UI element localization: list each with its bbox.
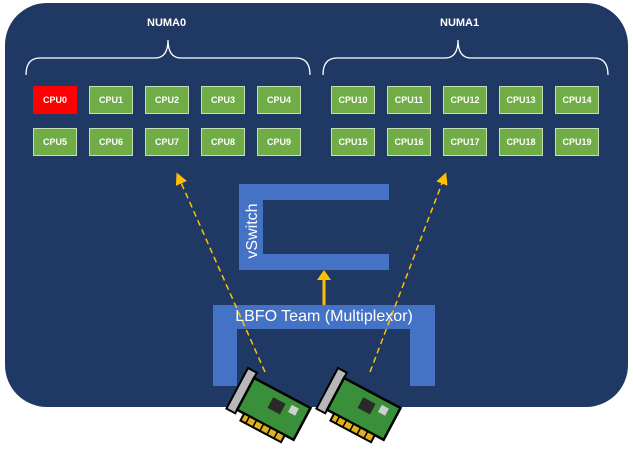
cpu-tile: CPU11	[387, 86, 431, 114]
vswitch-top-bar	[239, 184, 389, 200]
cpu-tile: CPU19	[555, 128, 599, 156]
numa0-brace	[25, 39, 311, 76]
cpu-tile: CPU4	[257, 86, 301, 114]
dashed-arrow-left	[175, 172, 266, 373]
numa-diagram-panel	[5, 3, 628, 407]
cpu-tile: CPU16	[387, 128, 431, 156]
cpu-tile: CPU8	[201, 128, 245, 156]
lbfo-top-bar	[213, 305, 435, 329]
cpu-tile: CPU14	[555, 86, 599, 114]
numa1-brace	[322, 39, 609, 76]
network-card-icon	[315, 366, 403, 444]
solid-arrow-head	[317, 270, 331, 280]
cpu-tile: CPU5	[33, 128, 77, 156]
cpu-tile: CPU7	[145, 128, 189, 156]
numa0-label: NUMA0	[147, 17, 187, 29]
cpu-tile: CPU0	[33, 86, 77, 114]
cpu-tile: CPU6	[89, 128, 133, 156]
cpu-tile: CPU10	[331, 86, 375, 114]
cpu-tile: CPU12	[443, 86, 487, 114]
network-card-icon	[225, 366, 313, 444]
lbfo-label: LBFO Team (Multiplexor)	[235, 308, 413, 325]
cpu-tile: CPU3	[201, 86, 245, 114]
cpu-tile: CPU18	[499, 128, 543, 156]
lbfo-right-leg	[410, 305, 435, 386]
dashed-arrow-right	[369, 172, 448, 373]
cpu-tile: CPU17	[443, 128, 487, 156]
cpu-tile: CPU15	[331, 128, 375, 156]
vswitch-bottom-bar	[239, 254, 389, 270]
lbfo-left-leg	[213, 305, 237, 386]
cpu-tile: CPU9	[257, 128, 301, 156]
cpu-tile: CPU1	[89, 86, 133, 114]
cpu-tile: CPU2	[145, 86, 189, 114]
numa1-label: NUMA1	[440, 17, 480, 29]
cpu-tile: CPU13	[499, 86, 543, 114]
